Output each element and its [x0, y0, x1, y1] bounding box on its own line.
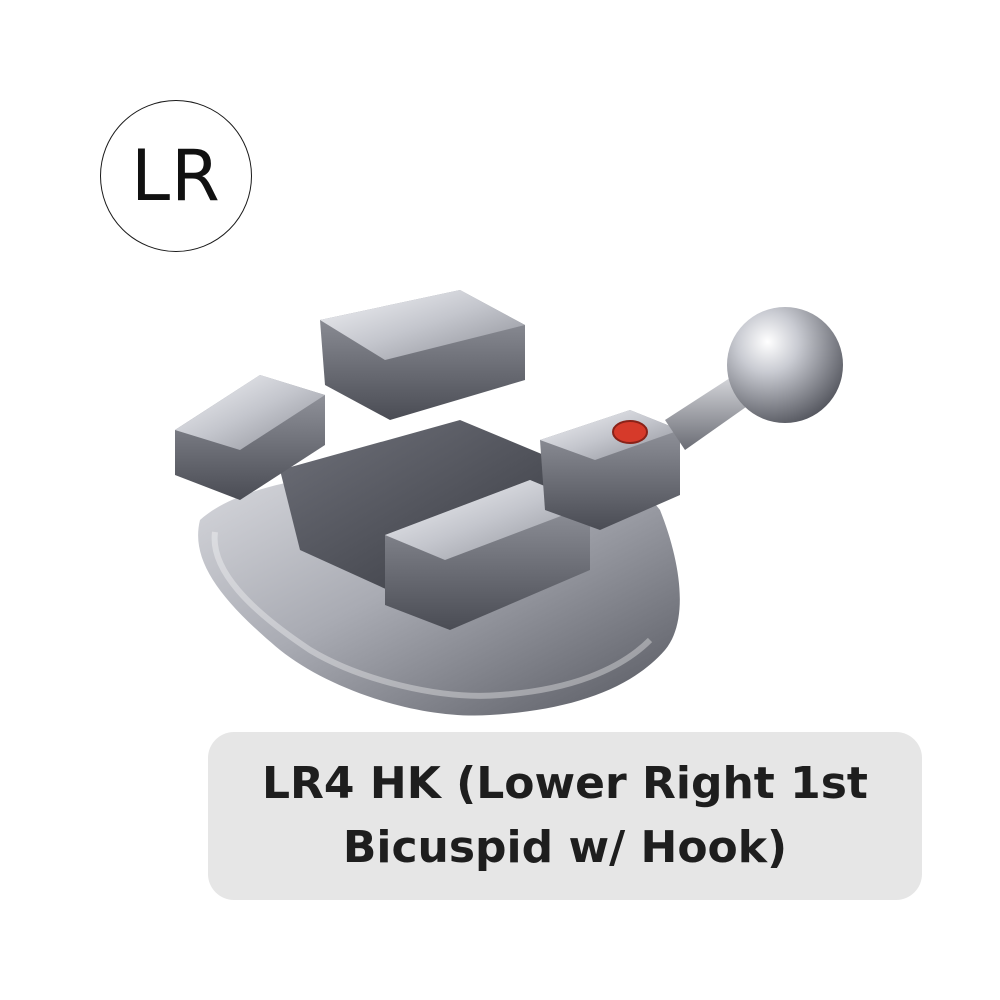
- color-id-marker: [612, 420, 648, 444]
- caption-line-2: Bicuspid w/ Hook): [342, 822, 788, 873]
- hook-ball: [727, 307, 843, 423]
- caption-line-1: LR4 HK (Lower Right 1st: [262, 758, 868, 809]
- position-badge-label: LR: [131, 135, 221, 217]
- bracket-image: [175, 290, 843, 716]
- product-caption: LR4 HK (Lower Right 1st Bicuspid w/ Hook…: [208, 732, 922, 900]
- position-badge: LR: [100, 100, 252, 252]
